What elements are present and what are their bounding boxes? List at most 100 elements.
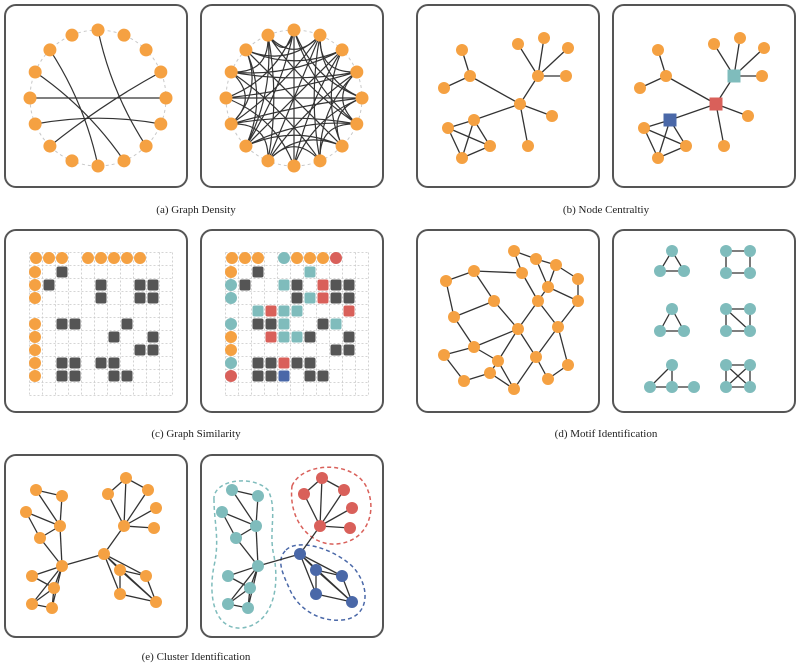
node <box>442 122 454 134</box>
node <box>666 359 678 371</box>
node <box>287 23 301 37</box>
edge <box>245 49 343 147</box>
matrix-cell-highlight <box>291 305 303 317</box>
matrix-cell <box>121 370 133 382</box>
edge <box>97 29 147 147</box>
node <box>335 43 349 57</box>
node <box>456 152 468 164</box>
node <box>222 570 234 582</box>
matrix-cell <box>330 279 342 291</box>
edge <box>231 489 257 527</box>
caption-node-centrality: (b) Node Centraltiy <box>562 204 650 216</box>
matrix-cell <box>291 357 303 369</box>
node <box>29 370 41 382</box>
matrix-cell-highlight <box>317 292 329 304</box>
edge <box>103 553 121 595</box>
edge <box>255 525 259 567</box>
node <box>718 140 730 152</box>
caption-motif-identification: (d) Motif Identification <box>554 428 658 440</box>
node <box>91 23 105 37</box>
edge <box>119 569 157 603</box>
panel-node-centrality-plain <box>416 4 600 188</box>
node <box>29 318 41 330</box>
central-node <box>727 69 741 83</box>
matrix-cell <box>56 370 68 382</box>
matrix-cell-highlight <box>304 292 316 304</box>
matrix-cell-highlight <box>252 305 264 317</box>
matrix-cell <box>121 318 133 330</box>
node <box>440 275 452 287</box>
matrix-cell <box>56 357 68 369</box>
node <box>720 267 732 279</box>
edge <box>453 300 495 318</box>
node <box>65 154 79 168</box>
node <box>120 472 132 484</box>
edge <box>445 280 455 318</box>
edge <box>123 477 127 527</box>
node <box>150 596 162 608</box>
node <box>29 279 41 291</box>
node <box>225 279 237 291</box>
matrix-cell <box>304 370 316 382</box>
node <box>82 252 94 264</box>
node <box>239 139 253 153</box>
edge <box>245 35 270 147</box>
edge <box>231 97 363 125</box>
node <box>98 548 110 560</box>
adjacency-matrix-diagram <box>29 252 173 396</box>
matrix-cell <box>69 357 81 369</box>
node <box>514 98 526 110</box>
edge <box>299 553 343 577</box>
edge <box>669 103 717 121</box>
node <box>222 598 234 610</box>
edge <box>119 593 157 603</box>
node <box>666 303 678 315</box>
node <box>744 267 756 279</box>
node <box>532 295 544 307</box>
node <box>678 265 690 277</box>
node <box>522 140 534 152</box>
node <box>313 154 327 168</box>
node <box>552 321 564 333</box>
node <box>538 32 550 44</box>
edge <box>123 489 149 527</box>
node <box>634 82 646 94</box>
node <box>43 43 57 57</box>
edge <box>267 35 275 161</box>
node <box>542 373 554 385</box>
matrix-cell <box>147 331 159 343</box>
matrix-cell-highlight <box>343 305 355 317</box>
matrix-cell <box>252 370 264 382</box>
edge <box>447 127 491 147</box>
node <box>29 344 41 356</box>
cluster-network-diagram <box>20 472 162 614</box>
edge <box>31 565 63 605</box>
node <box>29 266 41 278</box>
edge <box>245 134 343 147</box>
matrix-cell <box>56 318 68 330</box>
node <box>230 532 242 544</box>
node <box>239 43 253 57</box>
edge <box>537 37 545 77</box>
matrix-cell <box>95 279 107 291</box>
edge <box>517 43 539 77</box>
node <box>644 381 656 393</box>
node <box>225 370 237 382</box>
matrix-cell <box>330 292 342 304</box>
edge <box>230 71 321 162</box>
matrix-cell-highlight <box>278 318 290 330</box>
central-nodes-diagram <box>634 32 770 164</box>
matrix-cell <box>291 292 303 304</box>
node <box>530 253 542 265</box>
matrix-cell <box>317 318 329 330</box>
node <box>488 295 500 307</box>
edge <box>245 122 357 147</box>
node <box>512 38 524 50</box>
matrix-cell <box>147 292 159 304</box>
node <box>287 159 301 173</box>
node <box>26 598 38 610</box>
edge <box>453 316 475 348</box>
node <box>225 357 237 369</box>
node <box>244 582 256 594</box>
node <box>142 484 154 496</box>
